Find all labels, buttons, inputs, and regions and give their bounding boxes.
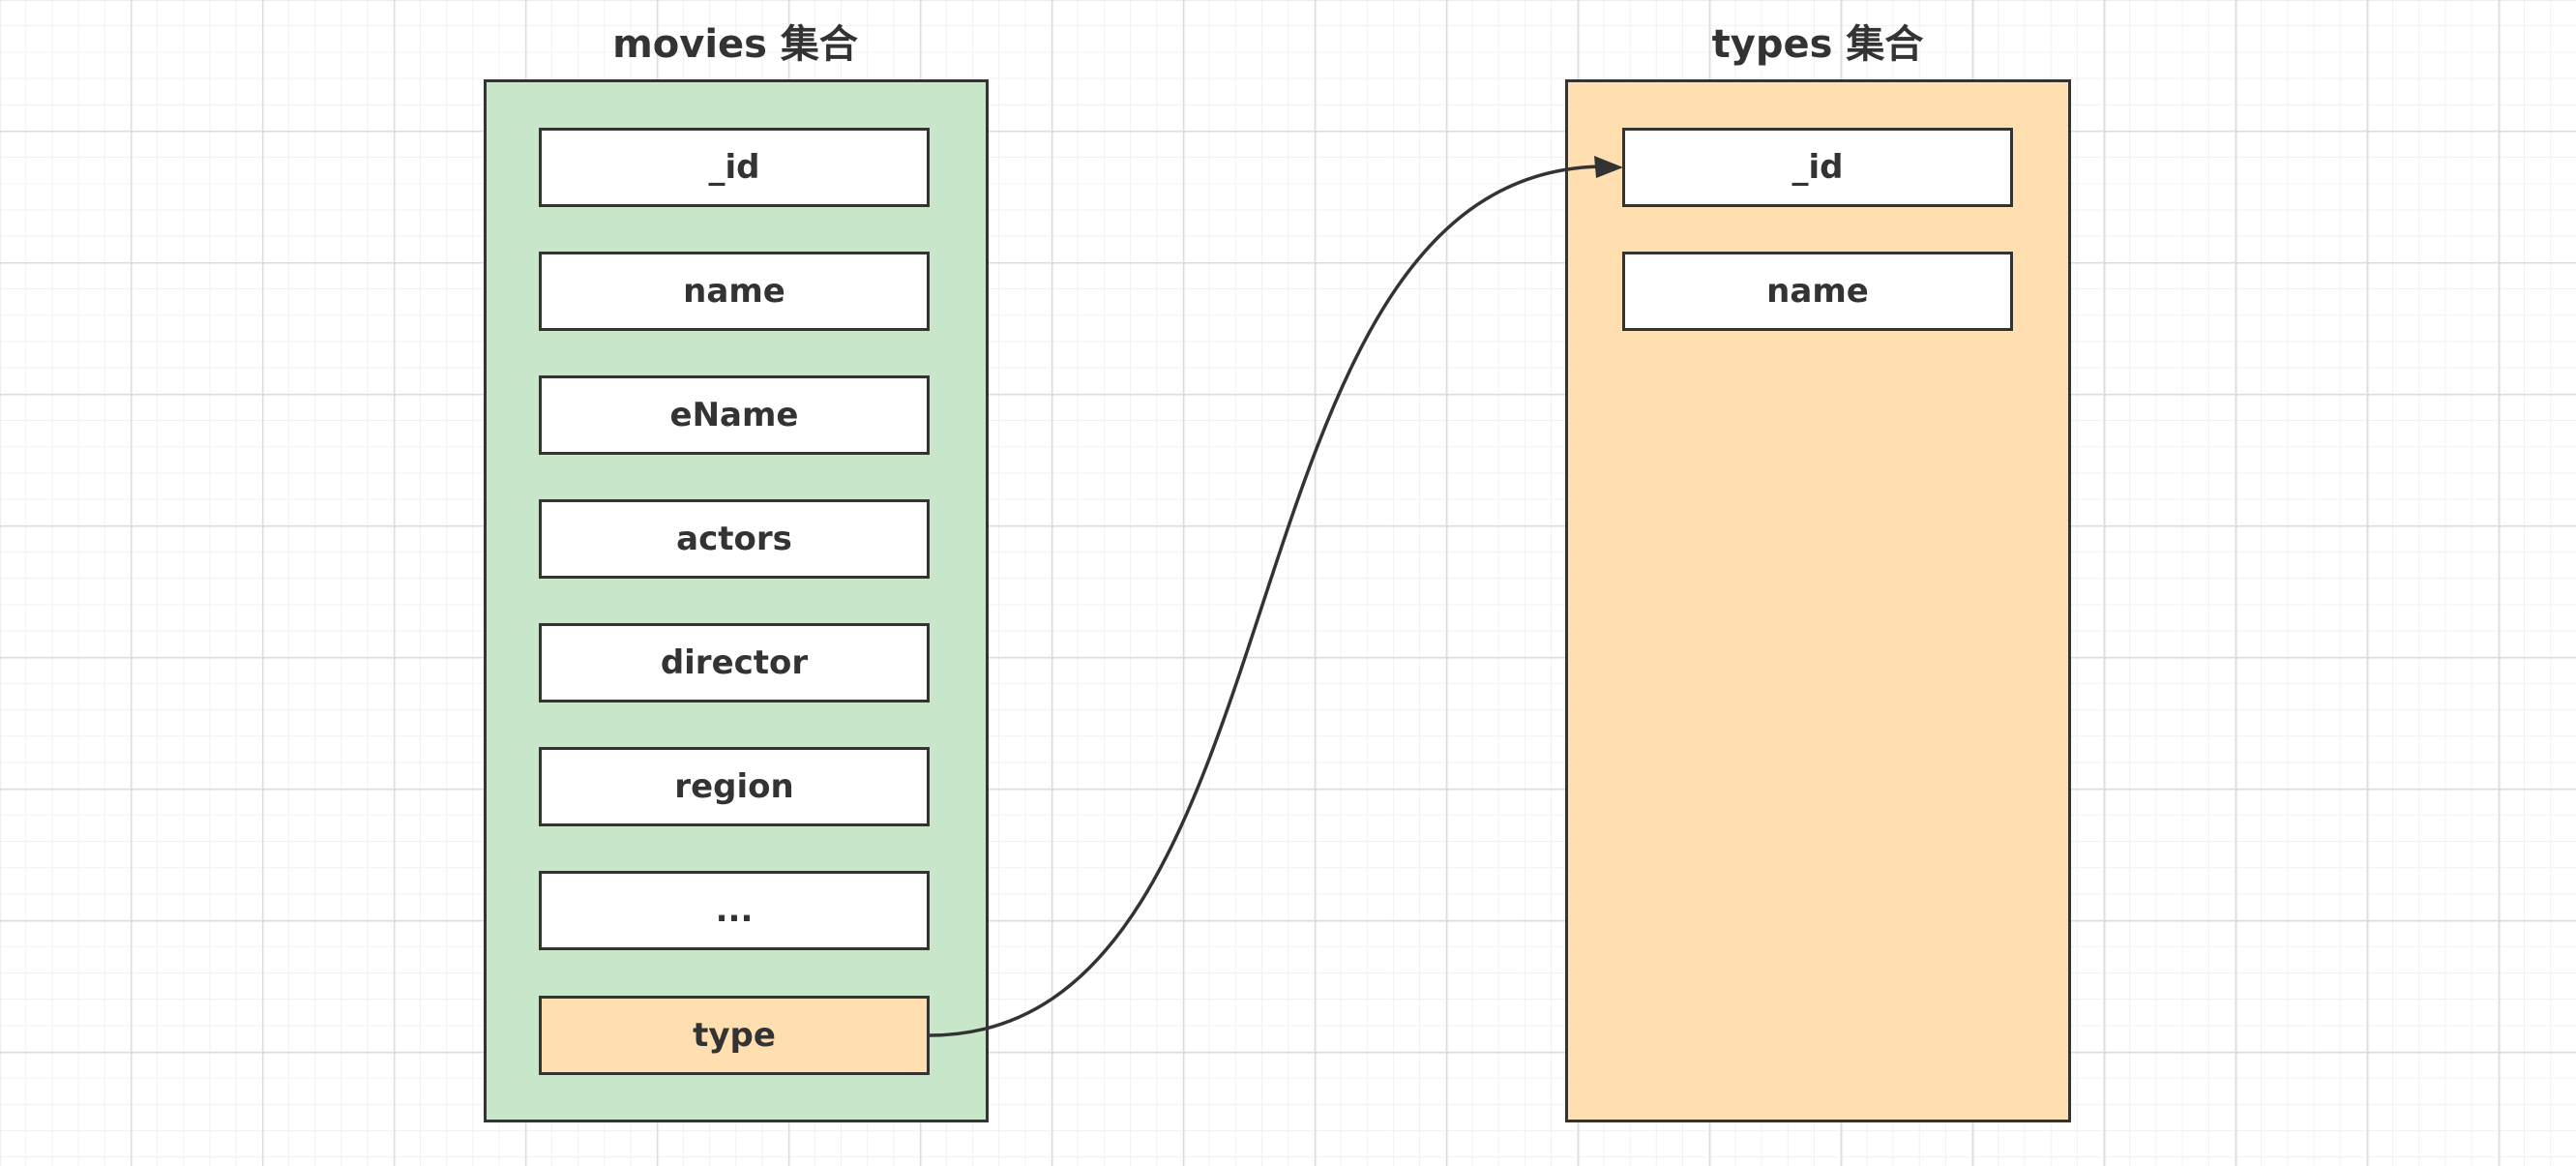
movies-field-id: _id bbox=[539, 128, 930, 207]
movies-field-name: name bbox=[539, 252, 930, 331]
movies-collection-box bbox=[484, 79, 989, 1122]
movies-field-ellipsis: ... bbox=[539, 871, 930, 950]
movies-field-director: director bbox=[539, 623, 930, 703]
movies-field-type: type bbox=[539, 996, 930, 1075]
types-collection-box bbox=[1565, 79, 2071, 1122]
types-field-name: name bbox=[1622, 252, 2013, 331]
movies-field-region: region bbox=[539, 747, 930, 826]
types-field-id: _id bbox=[1622, 128, 2013, 207]
movies-collection-title: movies 集合 bbox=[612, 22, 858, 67]
relation-curve bbox=[929, 164, 1607, 1037]
types-collection-title: types 集合 bbox=[1711, 22, 1924, 67]
movies-field-actors: actors bbox=[539, 499, 930, 579]
movies-field-ename: eName bbox=[539, 375, 930, 455]
